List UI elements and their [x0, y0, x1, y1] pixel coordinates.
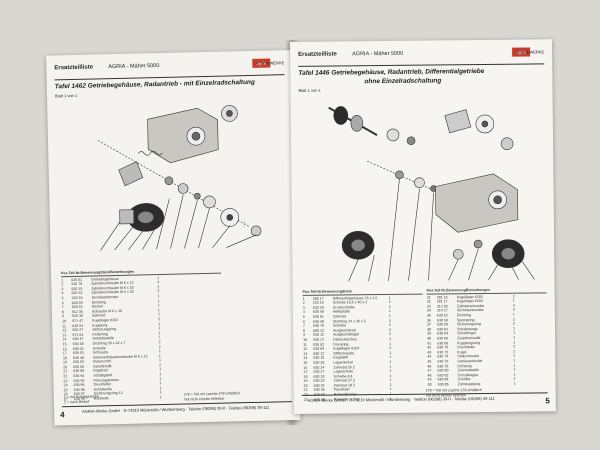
right-page-header: Ersatzteilliste AGRIA - Mäher 5000 agria… [298, 47, 545, 67]
blatt-label: Blatt 1 von 1 [54, 92, 78, 99]
gear-icon [333, 106, 349, 125]
right-page-footer: AGRIA-Werke GmbH · D-74219 Möckmühl / Wü… [301, 392, 548, 406]
right-page: Ersatzteilliste AGRIA - Mäher 5000 agria… [290, 39, 556, 414]
tafel-title: Tafel 1446 Getriebegehäuse, Radantrieb, … [298, 67, 485, 77]
header-title: Ersatzteilliste [298, 51, 337, 58]
col-teilnr: Teil-Nr. [68, 270, 81, 276]
cell-stueck: 1 [513, 381, 516, 386]
header-title: Ersatzteilliste [54, 64, 94, 72]
footer-address: AGRIA-Werke GmbH · D-74219 Möckmühl / Wü… [82, 404, 270, 414]
stamp-number: 1702 [241, 219, 247, 229]
page-number: 4 [60, 410, 65, 420]
col-bemerkungen: Bemerkungen [110, 269, 135, 275]
col-teilnr: Teil-Nr. [434, 288, 447, 293]
tafel-title: Tafel 1462 Getriebegehäuse, Radantrieb -… [54, 78, 256, 91]
header-tag: AGRIA-WERKE [255, 60, 285, 66]
bolt-icon [164, 176, 174, 186]
footer-address: AGRIA-Werke GmbH · D-74219 Möckmühl / Wü… [307, 395, 495, 403]
table-row: 50 630 86 Zahnkupplung 1 [428, 381, 548, 387]
header-tag: AGRIA-WERKE [515, 49, 545, 55]
bolt-icon [395, 170, 404, 180]
col-benennung: Benennung [446, 288, 466, 293]
cell-stueck: 1 [159, 395, 162, 400]
col-pos: Pos. [60, 271, 69, 276]
col-teilnr: Teil-Nr. [310, 289, 323, 294]
cell-benennung: Radwelle [93, 396, 109, 401]
cell-teilnr: 630 86 [437, 382, 449, 387]
gearbox-housing-icon [147, 107, 219, 164]
col-stueck: Stück [100, 270, 111, 275]
exploded-view-drawing [97, 105, 262, 251]
header-subtitle: AGRIA - Mäher 5000 [108, 63, 160, 71]
col-bemerkungen: Bemerkungen [465, 287, 490, 293]
blatt-label: Blatt 1 von 1 [298, 87, 321, 93]
col-benennung: Benennung [322, 289, 342, 294]
col-pos: Pos. [426, 288, 435, 293]
cell-pos: 50 [427, 382, 432, 387]
left-page-header: Ersatzteilliste AGRIA - Mäher 5000 agria… [54, 58, 285, 81]
exploded-view-drawing [328, 106, 535, 282]
cell-benennung: Zahnkupplung [457, 381, 481, 387]
legend-left: 278 = Teil mit Lasche 278 erhältlich Tei… [184, 391, 240, 401]
col-pos: Pos. [302, 289, 311, 294]
legend-item: Teil nicht einzeln lieferbar [183, 396, 225, 402]
col-stueck: Stück [341, 289, 352, 294]
page-number: 5 [545, 396, 550, 406]
col-benennung: Benennung [80, 270, 101, 275]
header-subtitle: AGRIA - Mäher 5000 [352, 50, 404, 58]
footnotes-left: 1 = mit Schaltgetriebe 2 = nach Bedarf [64, 394, 99, 404]
left-page: Ersatzteilliste AGRIA - Mäher 5000 agria… [46, 50, 301, 426]
tafel-title-2: ohne Einzelradschaltung [364, 77, 442, 86]
footnote: 2 = nach Bedarf [63, 399, 90, 404]
